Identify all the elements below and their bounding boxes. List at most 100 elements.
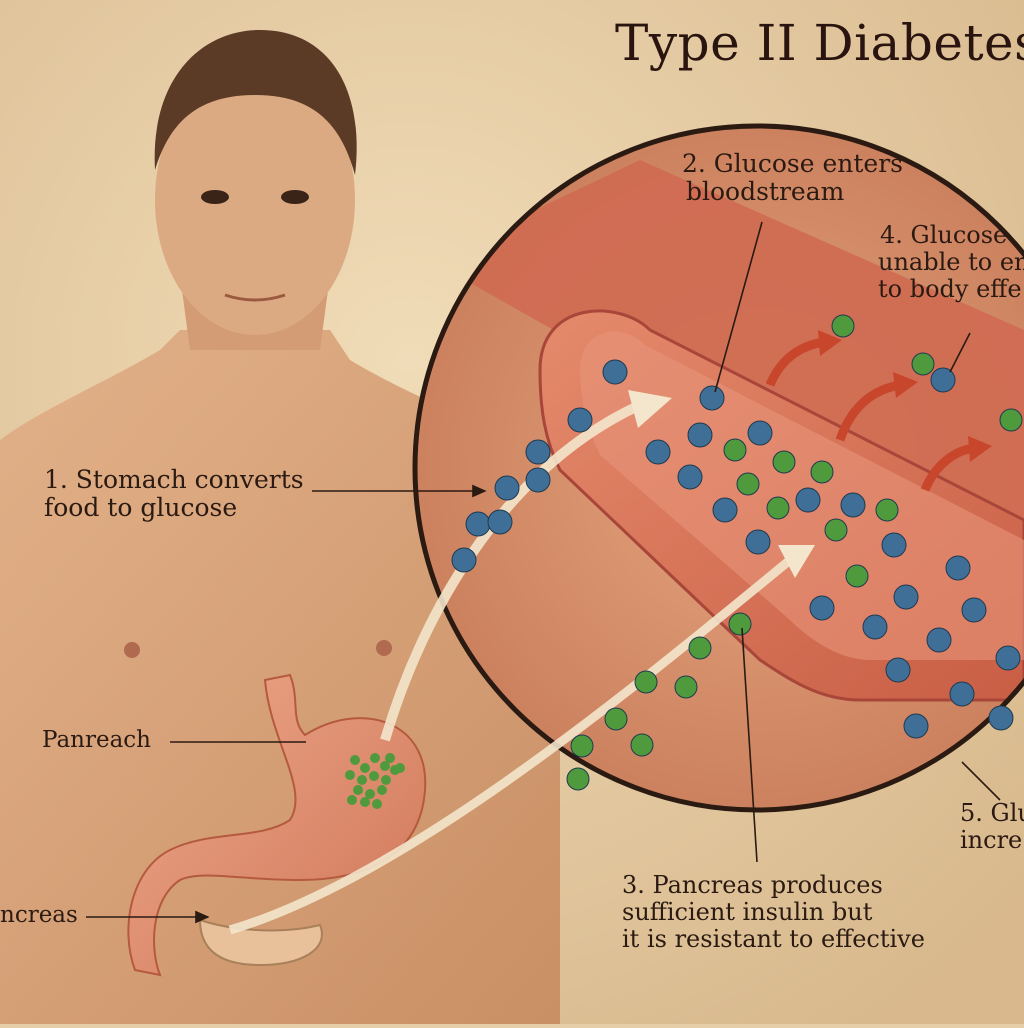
left-nipple — [124, 642, 140, 658]
insulin-molecule-icon — [570, 734, 594, 758]
glucose-molecule-icon — [903, 713, 929, 739]
curved-arrow-head-icon — [893, 372, 918, 398]
magnifier-border — [412, 123, 1024, 813]
glucose-molecule-icon — [567, 407, 593, 433]
label-step5-line2: incre — [960, 825, 1023, 854]
glucose-molecule-icon — [840, 492, 866, 518]
insulin-molecule-icon — [634, 670, 658, 694]
insulin-molecule-icon — [688, 636, 712, 660]
glucose-molecule-icon — [747, 420, 773, 446]
red-arrows — [765, 330, 992, 492]
label-step5: 5. Glu incre — [960, 800, 1024, 854]
label-step1-line2: food to glucose — [44, 493, 238, 522]
insulin-molecule-icon — [360, 797, 370, 807]
insulin-molecule-icon — [345, 770, 355, 780]
label-step4: 4. Glucose unable to en to body effe — [878, 222, 1024, 303]
stomach-glucose-cluster — [345, 753, 405, 809]
label-step4-line2: unable to en — [878, 247, 1024, 276]
label-step2: 2. Glucose enters bloodstream — [682, 150, 903, 206]
glucose-molecule-icon — [809, 595, 835, 621]
insulin-molecule-icon — [831, 314, 855, 338]
label-step1: 1. Stomach converts food to glucose — [44, 466, 304, 522]
mouth — [224, 293, 286, 302]
glucose-molecule-icon — [687, 422, 713, 448]
label-step3-line1: 3. Pancreas produces — [622, 871, 883, 899]
glucose-molecule-icon — [949, 681, 975, 707]
insulin-molecule-icon — [350, 755, 360, 765]
leader-lines — [86, 221, 1001, 924]
insulin-molecule-icon — [347, 795, 357, 805]
label-panreach: Panreach — [42, 727, 151, 753]
glucose-molecule-icon — [961, 597, 987, 623]
insulin-molecule-icon — [824, 518, 848, 542]
curved-arrow-head-icon — [968, 436, 992, 462]
glucose-molecule-icon — [602, 359, 628, 385]
insulin-molecule-icon — [723, 438, 747, 462]
insulin-molecule-icon — [369, 771, 379, 781]
glucose-molecule-icon — [926, 627, 952, 653]
insulin-molecule-icon — [395, 763, 405, 773]
insulin-molecule-icon — [772, 450, 796, 474]
leader-step2 — [714, 221, 763, 393]
insulin-molecule-icon — [372, 799, 382, 809]
label-step3: 3. Pancreas produces sufficient insulin … — [622, 872, 925, 953]
insulin-molecule-icon — [377, 785, 387, 795]
glucose-molecule-icon — [494, 475, 520, 501]
glucose-molecule-icon — [699, 385, 725, 411]
insulin-molecule-icon — [728, 612, 752, 636]
head — [155, 65, 355, 335]
glucose-molecule-icon — [487, 509, 513, 535]
glucose-molecule-icon — [930, 367, 956, 393]
curved-arrow-icon — [835, 380, 901, 442]
label-step3-line2: sufficient insulin but — [622, 897, 873, 926]
leader-step3 — [741, 627, 758, 863]
insulin-molecule-icon — [845, 564, 869, 588]
molecules — [451, 314, 1023, 791]
glucose-molecule-icon — [451, 547, 477, 573]
glucose-molecule-icon — [988, 705, 1014, 731]
glucose-molecule-icon — [995, 645, 1021, 671]
glucose-molecule-icon — [945, 555, 971, 581]
glucose-molecule-icon — [881, 532, 907, 558]
leader-step4 — [949, 332, 971, 373]
right-nipple — [376, 640, 392, 656]
left-eye — [201, 190, 229, 204]
glucose-molecule-icon — [677, 464, 703, 490]
pancreas-to-vessel-arrowhead — [778, 545, 815, 578]
insulin-molecule-icon — [365, 789, 375, 799]
label-step2-line1: 2. Glucose enters — [682, 149, 904, 178]
insulin-molecule-icon — [875, 498, 899, 522]
insulin-molecule-icon — [911, 352, 935, 376]
label-step1-line1: 1. Stomach converts — [44, 465, 304, 494]
insulin-molecule-icon — [360, 763, 370, 773]
insulin-molecule-icon — [357, 775, 367, 785]
glucose-molecule-icon — [862, 614, 888, 640]
insulin-molecule-icon — [736, 472, 760, 496]
label-step5-line1: 5. Glu — [960, 799, 1024, 827]
glucose-molecule-icon — [525, 467, 551, 493]
leader-step5 — [961, 761, 1001, 801]
insulin-molecule-icon — [385, 753, 395, 763]
glucose-molecule-icon — [645, 439, 671, 465]
glucose-molecule-icon — [465, 511, 491, 537]
insulin-molecule-icon — [630, 733, 654, 757]
glucose-molecule-icon — [893, 584, 919, 610]
insulin-molecule-icon — [766, 496, 790, 520]
page-title: Type II Diabetes — [615, 14, 1024, 72]
curved-arrow-head-icon — [818, 330, 842, 356]
label-step3-line3: it is resistant to effective — [622, 924, 925, 953]
label-step4-line1: 4. Glucose — [880, 221, 1008, 249]
label-step2-line2: bloodstream — [686, 177, 845, 206]
glucose-molecule-icon — [795, 487, 821, 513]
glucose-molecule-icon — [525, 439, 551, 465]
glucose-molecule-icon — [885, 657, 911, 683]
insulin-molecule-icon — [566, 767, 590, 791]
glucose-molecule-icon — [712, 497, 738, 523]
insulin-molecule-icon — [674, 675, 698, 699]
glucose-molecule-icon — [745, 529, 771, 555]
insulin-molecule-icon — [810, 460, 834, 484]
insulin-molecule-icon — [381, 775, 391, 785]
right-eye — [281, 190, 309, 204]
